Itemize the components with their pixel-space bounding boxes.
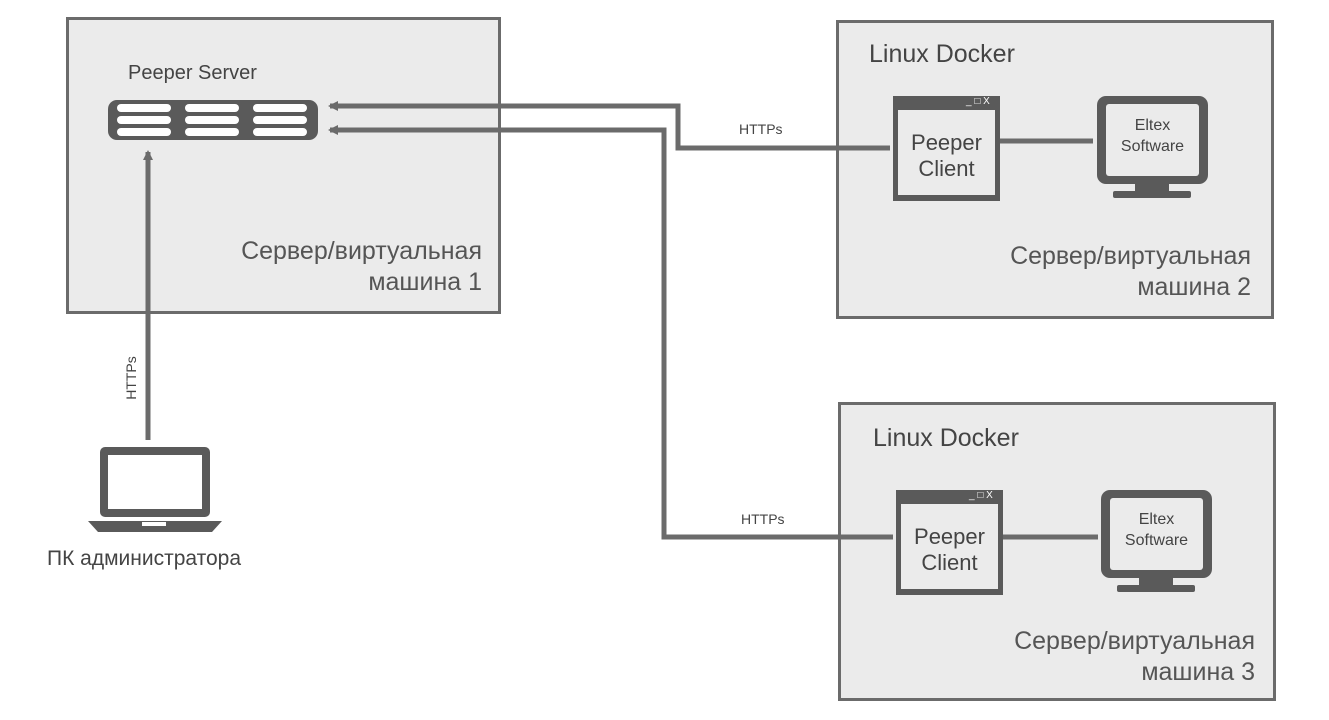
client-window-icon-2 [893, 96, 1000, 201]
monitor-icon-2 [1097, 96, 1208, 198]
client2-label-line2: Client [918, 156, 975, 182]
server-rack-icon [108, 100, 318, 140]
https-label-top: HTTPs [739, 121, 783, 137]
client3-label-line1: Peeper [914, 524, 985, 549]
server3-title: Linux Docker [873, 424, 1019, 452]
client2-window-controls: _ □ X [966, 96, 990, 107]
laptop-icon [88, 447, 222, 532]
admin-pc-label: ПК администратора [47, 547, 242, 570]
server1-caption: Сервер/виртуальная машина 1 [241, 236, 482, 299]
peeper-server-label: Peeper Server [128, 62, 257, 84]
server3-caption: Сервер/виртуальная машина 3 [1014, 626, 1255, 689]
client2-label: Peeper Client [898, 130, 995, 183]
client-window-icon-3 [896, 490, 1003, 595]
https-label-vertical: HTTPs [122, 356, 139, 400]
client3-window-controls: _ □ X [969, 490, 993, 501]
software3-label-line2: Software [1124, 531, 1189, 549]
client2-label-line1: Peeper [911, 130, 982, 155]
client3-label: Peeper Client [901, 524, 998, 577]
server1-caption-line2: машина 1 [368, 268, 482, 297]
server-box-1 [66, 17, 501, 314]
server2-caption: Сервер/виртуальная машина 2 [1010, 241, 1251, 304]
server2-caption-line2: машина 2 [1137, 273, 1251, 302]
https-link-client3 [328, 125, 893, 540]
server1-caption-line1: Сервер/виртуальная [241, 237, 482, 265]
server3-caption-line2: машина 3 [1141, 658, 1255, 687]
server3-caption-line1: Сервер/виртуальная [1014, 627, 1255, 655]
software3-label-line1: Eltex [1138, 511, 1175, 528]
monitor-icon-3 [1101, 490, 1212, 592]
server2-caption-line1: Сервер/виртуальная [1010, 242, 1251, 270]
software2-label-line1: Eltex [1134, 117, 1171, 134]
software2-label-line2: Software [1120, 137, 1185, 155]
software3-label: Eltex Software [1110, 510, 1203, 552]
https-link-client2 [328, 101, 890, 151]
server2-title: Linux Docker [869, 40, 1015, 68]
https-label-bottom: HTTPs [741, 511, 785, 527]
software2-label: Eltex Software [1106, 116, 1199, 158]
client3-label-line2: Client [921, 550, 978, 576]
